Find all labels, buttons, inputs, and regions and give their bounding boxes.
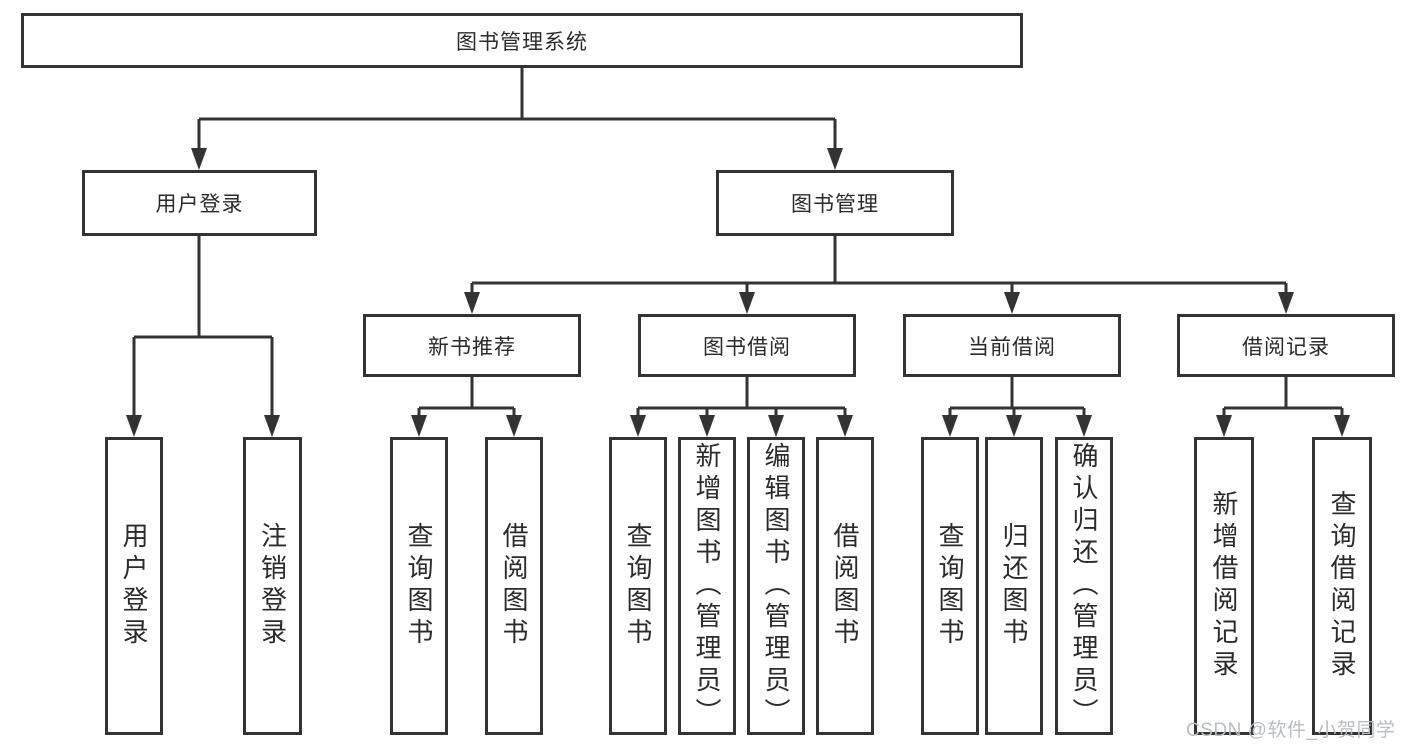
leaf-current-confirm-return: 确认归还（管理员） xyxy=(1055,437,1113,735)
connector-current-borrow xyxy=(942,377,1092,437)
leaf-recommend-borrow-books-label: 借阅图书 xyxy=(499,522,529,650)
leaf-borrow-query-books-label: 查询图书 xyxy=(623,522,653,650)
leaf-borrow-edit-books-label: 编辑图书（管理员） xyxy=(761,442,791,730)
node-new-book-recommend: 新书推荐 xyxy=(363,314,581,377)
connector-new-book-recommend xyxy=(411,377,522,437)
leaf-current-query-books: 查询图书 xyxy=(921,437,979,735)
connector-borrow-records xyxy=(1216,377,1350,437)
node-user-login-label: 用户登录 xyxy=(155,193,244,216)
leaf-borrow-add-books-label: 新增图书（管理员） xyxy=(692,442,722,730)
leaf-user-login-label: 用户登录 xyxy=(119,522,149,650)
leaf-borrow-borrow-books: 借阅图书 xyxy=(816,437,874,735)
node-current-borrow: 当前借阅 xyxy=(903,314,1121,377)
leaf-current-query-books-label: 查询图书 xyxy=(935,522,965,650)
leaf-borrow-query-books: 查询图书 xyxy=(609,437,667,735)
leaf-recommend-borrow-books: 借阅图书 xyxy=(485,437,543,735)
node-book-management: 图书管理 xyxy=(716,170,954,236)
connector-book-management xyxy=(464,236,1294,314)
leaf-current-return-books: 归还图书 xyxy=(985,437,1043,735)
leaf-records-query-record: 查询借阅记录 xyxy=(1312,437,1372,735)
node-book-management-label: 图书管理 xyxy=(791,193,879,216)
leaf-records-add-record-label: 新增借阅记录 xyxy=(1209,490,1239,682)
node-book-borrow-label: 图书借阅 xyxy=(703,335,791,359)
leaf-recommend-query-books-label: 查询图书 xyxy=(404,522,434,650)
node-user-login: 用户登录 xyxy=(82,170,317,236)
csdn-watermark: CSDN @软件_小贺同学 xyxy=(1186,720,1396,741)
leaf-current-return-books-label: 归还图书 xyxy=(999,522,1029,650)
leaf-current-confirm-return-label: 确认归还（管理员） xyxy=(1069,442,1099,730)
node-new-book-recommend-label: 新书推荐 xyxy=(428,335,516,359)
node-borrow-records-label: 借阅记录 xyxy=(1242,335,1330,359)
connector-root xyxy=(191,68,843,170)
leaf-logout: 注销登录 xyxy=(243,437,302,735)
leaf-records-query-record-label: 查询借阅记录 xyxy=(1327,490,1357,682)
leaf-logout-label: 注销登录 xyxy=(257,522,288,650)
leaf-recommend-query-books: 查询图书 xyxy=(390,437,448,735)
leaf-borrow-add-books: 新增图书（管理员） xyxy=(678,437,736,735)
node-root-label: 图书管理系统 xyxy=(456,30,588,54)
node-borrow-records: 借阅记录 xyxy=(1177,314,1395,377)
leaf-borrow-borrow-books-label: 借阅图书 xyxy=(830,522,860,650)
node-root: 图书管理系统 xyxy=(21,13,1023,68)
node-book-borrow: 图书借阅 xyxy=(638,314,856,377)
leaf-records-add-record: 新增借阅记录 xyxy=(1194,437,1254,735)
leaf-borrow-edit-books: 编辑图书（管理员） xyxy=(747,437,805,735)
node-current-borrow-label: 当前借阅 xyxy=(968,335,1056,359)
leaf-user-login: 用户登录 xyxy=(105,437,163,735)
connector-book-borrow xyxy=(630,377,853,437)
connector-user-login xyxy=(126,236,280,437)
